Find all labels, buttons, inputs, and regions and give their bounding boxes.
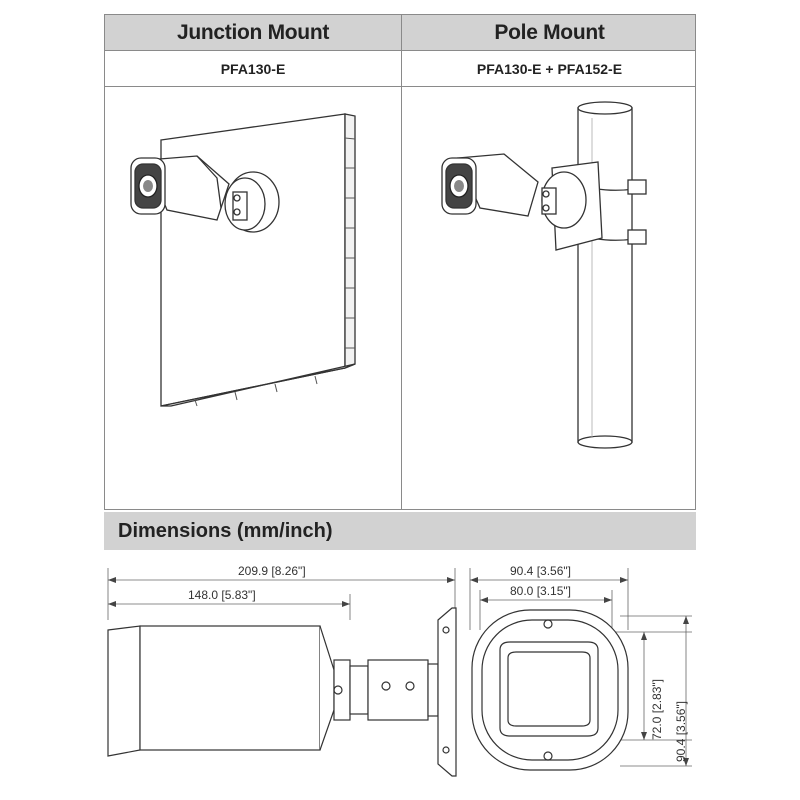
junction-mount-illustration	[130, 113, 356, 407]
pole-mount-header: Pole Mount	[494, 21, 605, 44]
total-length-label: 209.9 [8.26"]	[238, 564, 306, 578]
dimensions-title: Dimensions (mm/inch)	[118, 520, 333, 542]
pole-mount-illustration	[441, 101, 647, 449]
pole-mount-model: PFA130-E + PFA152-E	[476, 61, 623, 77]
mount-table: Junction Mount Pole Mount PFA130-E PFA13…	[104, 14, 696, 510]
outer-height-label: 90.4 [3.56"]	[674, 701, 688, 762]
mount-model-row: PFA130-E PFA130-E + PFA152-E	[105, 51, 695, 87]
junction-mount-header: Junction Mount	[176, 21, 330, 44]
front-view-drawing	[469, 568, 692, 771]
column-divider	[401, 15, 402, 509]
mount-header-row: Junction Mount Pole Mount	[105, 15, 695, 51]
body-length-label: 148.0 [5.83"]	[188, 588, 256, 602]
inner-height-label: 72.0 [2.83"]	[650, 679, 664, 740]
side-view-drawing	[107, 568, 457, 777]
outer-width-label: 90.4 [3.56"]	[510, 564, 571, 578]
inner-width-label: 80.0 [3.15"]	[510, 584, 571, 598]
dimensions-header: Dimensions (mm/inch)	[104, 512, 696, 550]
junction-mount-model: PFA130-E	[220, 61, 286, 77]
